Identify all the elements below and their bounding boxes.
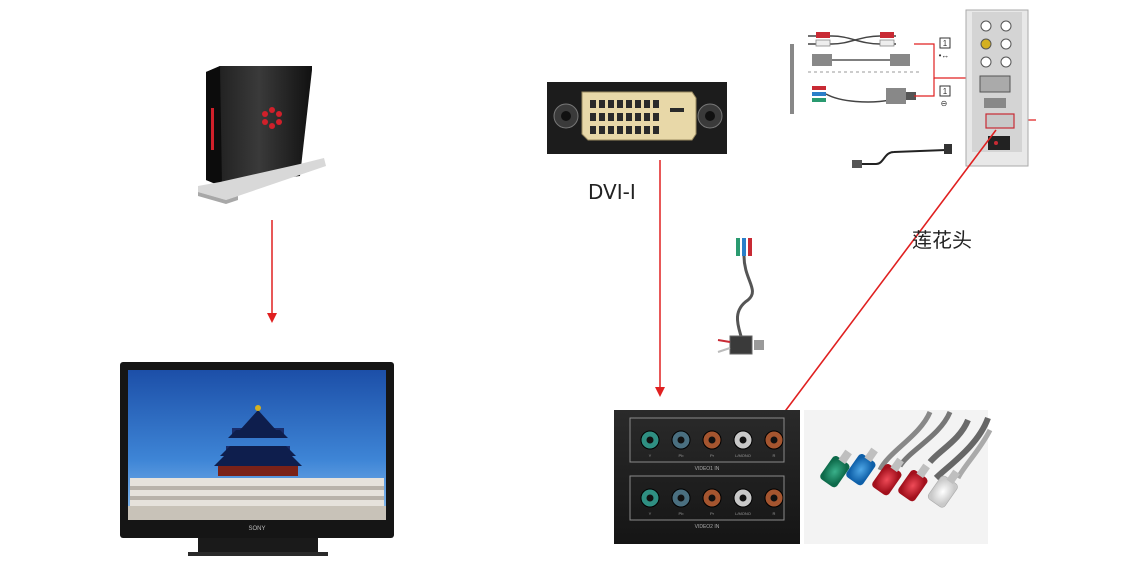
- video1-label: VIDEO1 IN: [695, 466, 720, 472]
- dvi-blade: [670, 108, 684, 112]
- jack-label: Pb: [679, 453, 685, 458]
- dvi-pin: [599, 126, 605, 134]
- lotus-connector-label: 莲花头: [912, 228, 972, 252]
- svg-text:•↔: •↔: [939, 51, 950, 60]
- dvi-pin: [644, 126, 650, 134]
- dvi-pin: [626, 100, 632, 108]
- tv-monitor: SONY: [120, 362, 394, 556]
- codec-box: [198, 66, 326, 204]
- svg-text:1: 1: [943, 87, 948, 96]
- rear-panel-diagram: 1 •↔ 1 ⊖: [790, 9, 1036, 168]
- dvi-pin: [590, 126, 596, 134]
- rca-jack-hole: [739, 494, 747, 502]
- temple-image: [128, 405, 386, 520]
- svg-text:⊖: ⊖: [941, 99, 948, 108]
- jack-label: Y: [649, 511, 652, 516]
- arrow-codec-to-video-panel: [777, 129, 997, 422]
- jack-label: R: [773, 453, 776, 458]
- rca-jack-hole: [708, 436, 716, 444]
- dvi-pin: [617, 113, 623, 121]
- rca-jack-hole: [677, 494, 685, 502]
- rca-jack-hole: [708, 494, 716, 502]
- dvi-pin: [653, 126, 659, 134]
- jack-label: L/MONO: [735, 453, 751, 458]
- rca-jack-hole: [646, 494, 654, 502]
- dvi-pin: [599, 100, 605, 108]
- video-input-panel: VIDEO1 IN VIDEO2 IN: [614, 410, 800, 544]
- dvi-pin: [590, 100, 596, 108]
- dvi-pin: [635, 100, 641, 108]
- dvi-pin: [608, 100, 614, 108]
- rca-jack-hole: [770, 494, 778, 502]
- dvi-pin: [608, 113, 614, 121]
- dvi-pin: [617, 100, 623, 108]
- dvi-pin: [653, 100, 659, 108]
- tv-brand: SONY: [248, 526, 265, 532]
- rca-jack-hole: [770, 436, 778, 444]
- dvi-pin: [635, 126, 641, 134]
- dvi-pin: [590, 113, 596, 121]
- dvi-pin: [626, 113, 632, 121]
- dvi-pin: [617, 126, 623, 134]
- jack-label: L/MONO: [735, 511, 751, 516]
- dvi-pin: [635, 113, 641, 121]
- rca-jack-hole: [739, 436, 747, 444]
- dvi-pin: [644, 113, 650, 121]
- component-cable: [717, 238, 764, 355]
- logo-icon: [262, 107, 282, 129]
- rca-plugs-photo: [804, 410, 993, 544]
- video2-label: VIDEO2 IN: [695, 524, 720, 530]
- rca-jack-hole: [646, 436, 654, 444]
- dvi-pin: [608, 126, 614, 134]
- dvi-pin: [599, 113, 605, 121]
- dvi-pin: [644, 100, 650, 108]
- rca-jack-hole: [677, 436, 685, 444]
- jack-label: Pr: [710, 511, 715, 516]
- svg-text:1: 1: [943, 39, 948, 48]
- jack-label: Y: [649, 453, 652, 458]
- dvi-pin: [626, 126, 632, 134]
- jack-label: Pb: [679, 511, 685, 516]
- jack-label: R: [773, 511, 776, 516]
- dvi-pin: [653, 113, 659, 121]
- dvi-pins: [590, 100, 684, 134]
- jack-label: Pr: [710, 453, 715, 458]
- dvi-label: DVI-I: [588, 180, 636, 204]
